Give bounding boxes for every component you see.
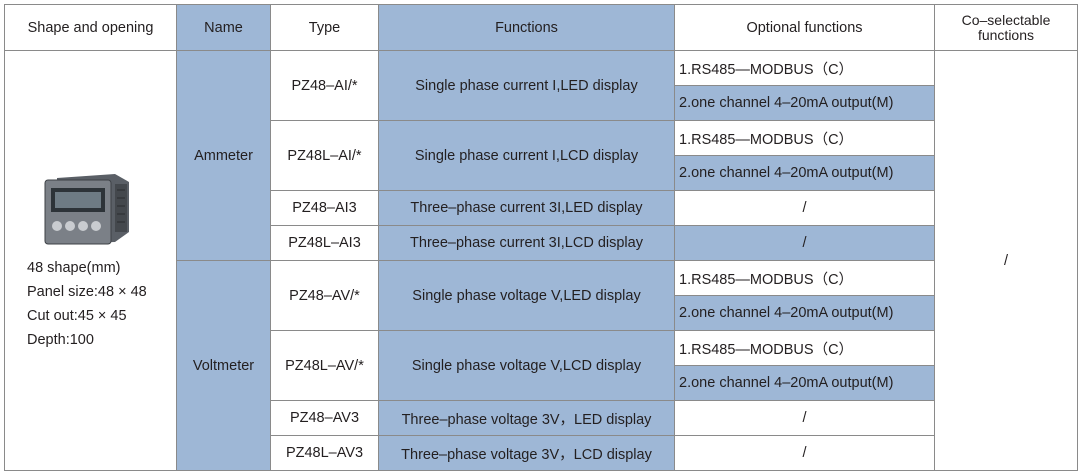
optional-cell: / [674, 190, 935, 226]
header-name: Name [176, 4, 271, 51]
type-cell: PZ48L–AI3 [270, 225, 379, 261]
shape-line-4: Depth:100 [27, 331, 94, 348]
shape-cell: 48 shape(mm) Panel size:48 × 48 Cut out:… [4, 50, 177, 471]
shape-line-1: 48 shape(mm) [27, 259, 121, 276]
function-cell: Single phase current I,LED display [378, 50, 675, 121]
optional-cell: 2.one channel 4–20mA output(M) [674, 155, 935, 191]
header-type: Type [270, 4, 379, 51]
name-ammeter: Ammeter [176, 50, 271, 261]
shape-line-2: Panel size:48 × 48 [27, 283, 147, 300]
optional-cell: 2.one channel 4–20mA output(M) [674, 85, 935, 121]
optional-cell: / [674, 225, 935, 261]
optional-cell: 1.RS485—MODBUS（C） [674, 330, 935, 366]
optional-cell: 1.RS485—MODBUS（C） [674, 260, 935, 296]
optional-cell: / [674, 400, 935, 436]
function-cell: Three–phase current 3I,LED display [378, 190, 675, 226]
type-cell: PZ48L–AV/* [270, 330, 379, 401]
shape-line-3: Cut out:45 × 45 [27, 307, 127, 324]
name-voltmeter: Voltmeter [176, 260, 271, 471]
product-spec-table: Shape and opening Name Type Functions Op… [4, 4, 1078, 471]
function-cell: Three–phase voltage 3V，LCD display [378, 435, 675, 471]
type-cell: PZ48–AV/* [270, 260, 379, 331]
coselectable-cell: / [934, 50, 1078, 471]
type-cell: PZ48L–AI/* [270, 120, 379, 191]
optional-cell: 1.RS485—MODBUS（C） [674, 50, 935, 86]
optional-cell: 1.RS485—MODBUS（C） [674, 120, 935, 156]
function-cell: Single phase voltage V,LCD display [378, 330, 675, 401]
header-coselectable: Co–selectable functions [934, 4, 1078, 51]
optional-cell: / [674, 435, 935, 471]
header-shape: Shape and opening [4, 4, 177, 51]
type-cell: PZ48–AI3 [270, 190, 379, 226]
optional-cell: 2.one channel 4–20mA output(M) [674, 295, 935, 331]
optional-cell: 2.one channel 4–20mA output(M) [674, 365, 935, 401]
meter-image [44, 173, 129, 244]
type-cell: PZ48–AV3 [270, 400, 379, 436]
function-cell: Single phase voltage V,LED display [378, 260, 675, 331]
type-cell: PZ48L–AV3 [270, 435, 379, 471]
header-functions: Functions [378, 4, 675, 51]
header-optional: Optional functions [674, 4, 935, 51]
function-cell: Three–phase current 3I,LCD display [378, 225, 675, 261]
type-cell: PZ48–AI/* [270, 50, 379, 121]
function-cell: Three–phase voltage 3V，LED display [378, 400, 675, 436]
function-cell: Single phase current I,LCD display [378, 120, 675, 191]
